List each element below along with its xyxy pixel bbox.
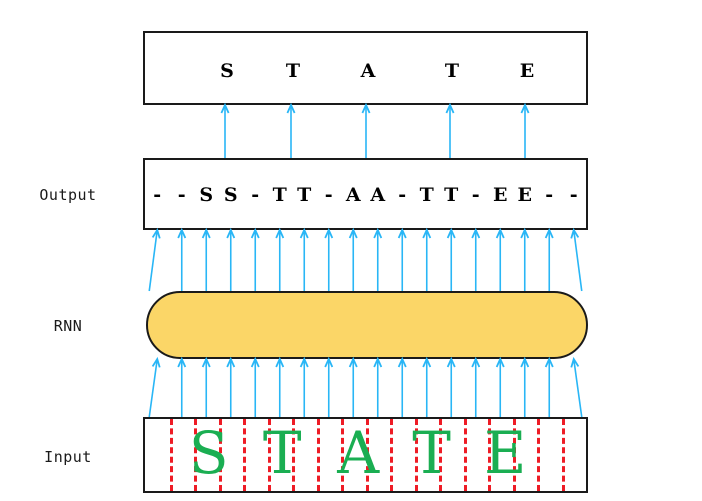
- output-char: S: [223, 184, 238, 206]
- blank-token: -: [545, 184, 554, 206]
- arrow-input-to-rnn: [373, 356, 383, 417]
- input-frame-divider: [414, 419, 418, 491]
- arrow-output-to-decoded: [286, 102, 296, 158]
- arrow-rnn-to-output: [446, 227, 456, 291]
- arrow-input-to-rnn: [544, 356, 554, 417]
- blank-token: -: [251, 184, 260, 206]
- input-frame-divider: [316, 419, 320, 491]
- output-char: T: [297, 184, 312, 206]
- row-label-output: Output: [39, 186, 97, 204]
- arrow-rnn-to-output: [275, 227, 285, 291]
- blank-token: -: [569, 184, 578, 206]
- arrow-output-to-decoded: [445, 102, 455, 158]
- arrow-rnn-to-output: [148, 227, 161, 292]
- output-char: T: [444, 184, 459, 206]
- arrow-rnn-to-output: [250, 227, 260, 291]
- arrow-input-to-rnn: [446, 356, 456, 417]
- input-frame-divider: [194, 419, 197, 491]
- output-char: T: [419, 184, 434, 206]
- arrow-rnn-to-output: [544, 227, 554, 291]
- arrow-rnn-to-output: [520, 227, 530, 291]
- input-frame-divider: [537, 419, 540, 491]
- blank-token: -: [324, 184, 333, 206]
- rnn-block: [146, 291, 588, 359]
- input-frame-divider: [390, 419, 393, 491]
- arrow-rnn-to-output: [348, 227, 358, 291]
- input-frame-divider: [439, 419, 442, 491]
- input-frame-divider: [463, 419, 467, 491]
- arrow-rnn-to-output: [299, 227, 309, 291]
- arrow-input-to-rnn: [148, 356, 161, 418]
- arrow-input-to-rnn: [348, 356, 358, 417]
- output-char: E: [517, 184, 532, 206]
- blank-token: -: [177, 184, 186, 206]
- output-char: A: [345, 184, 361, 206]
- arrow-output-to-decoded: [520, 102, 530, 158]
- input-frame-divider: [365, 419, 369, 491]
- decoded-char: S: [220, 60, 234, 82]
- decoded-char: T: [285, 60, 301, 82]
- input-frame-dividers: [145, 419, 586, 491]
- arrow-input-to-rnn: [570, 356, 583, 418]
- row-label-rnn: RNN: [53, 317, 83, 335]
- arrow-output-to-decoded: [361, 102, 371, 158]
- arrow-input-to-rnn: [397, 356, 407, 417]
- input-char: E: [483, 419, 527, 487]
- arrow-rnn-to-output: [471, 227, 481, 291]
- input-char: A: [337, 419, 380, 487]
- input-frame-divider: [169, 419, 173, 491]
- arrow-output-to-decoded: [220, 102, 230, 158]
- input-frame-divider: [512, 419, 516, 491]
- input-char: T: [412, 419, 451, 487]
- blank-token: -: [398, 184, 407, 206]
- output-char: S: [199, 184, 214, 206]
- input-frame-divider: [292, 419, 295, 491]
- arrow-input-to-rnn: [299, 356, 309, 417]
- input-frame-divider: [341, 419, 344, 491]
- arrow-input-to-rnn: [324, 356, 334, 417]
- decoded-char: E: [519, 60, 535, 82]
- blank-token: -: [471, 184, 480, 206]
- blank-token: -: [153, 184, 162, 206]
- arrow-input-to-rnn: [520, 356, 530, 417]
- arrow-input-to-rnn: [275, 356, 285, 417]
- decoded-char: A: [360, 60, 376, 82]
- arrow-rnn-to-output: [422, 227, 432, 291]
- input-char: T: [262, 419, 302, 487]
- arrow-input-to-rnn: [495, 356, 505, 417]
- decoded-char: T: [444, 60, 460, 82]
- input-frame-divider: [267, 419, 271, 491]
- arrow-rnn-to-output: [201, 227, 211, 291]
- arrow-rnn-to-output: [373, 227, 383, 291]
- input-frame-divider: [488, 419, 491, 491]
- input-char: S: [188, 419, 229, 487]
- output-char: E: [493, 184, 508, 206]
- arrow-rnn-to-output: [226, 227, 236, 291]
- arrow-input-to-rnn: [250, 356, 260, 417]
- arrow-input-to-rnn: [226, 356, 236, 417]
- row-label-input: Input: [44, 448, 92, 466]
- arrow-input-to-rnn: [201, 356, 211, 417]
- input-frame-divider: [561, 419, 565, 491]
- output-char: A: [370, 184, 386, 206]
- input-frame-divider: [243, 419, 246, 491]
- arrow-input-to-rnn: [471, 356, 481, 417]
- input-frame-divider: [218, 419, 222, 491]
- arrow-rnn-to-output: [570, 227, 583, 292]
- output-char: T: [272, 184, 287, 206]
- arrow-rnn-to-output: [177, 227, 187, 291]
- arrow-input-to-rnn: [177, 356, 187, 417]
- arrow-rnn-to-output: [324, 227, 334, 291]
- arrow-rnn-to-output: [397, 227, 407, 291]
- arrow-input-to-rnn: [422, 356, 432, 417]
- arrow-rnn-to-output: [495, 227, 505, 291]
